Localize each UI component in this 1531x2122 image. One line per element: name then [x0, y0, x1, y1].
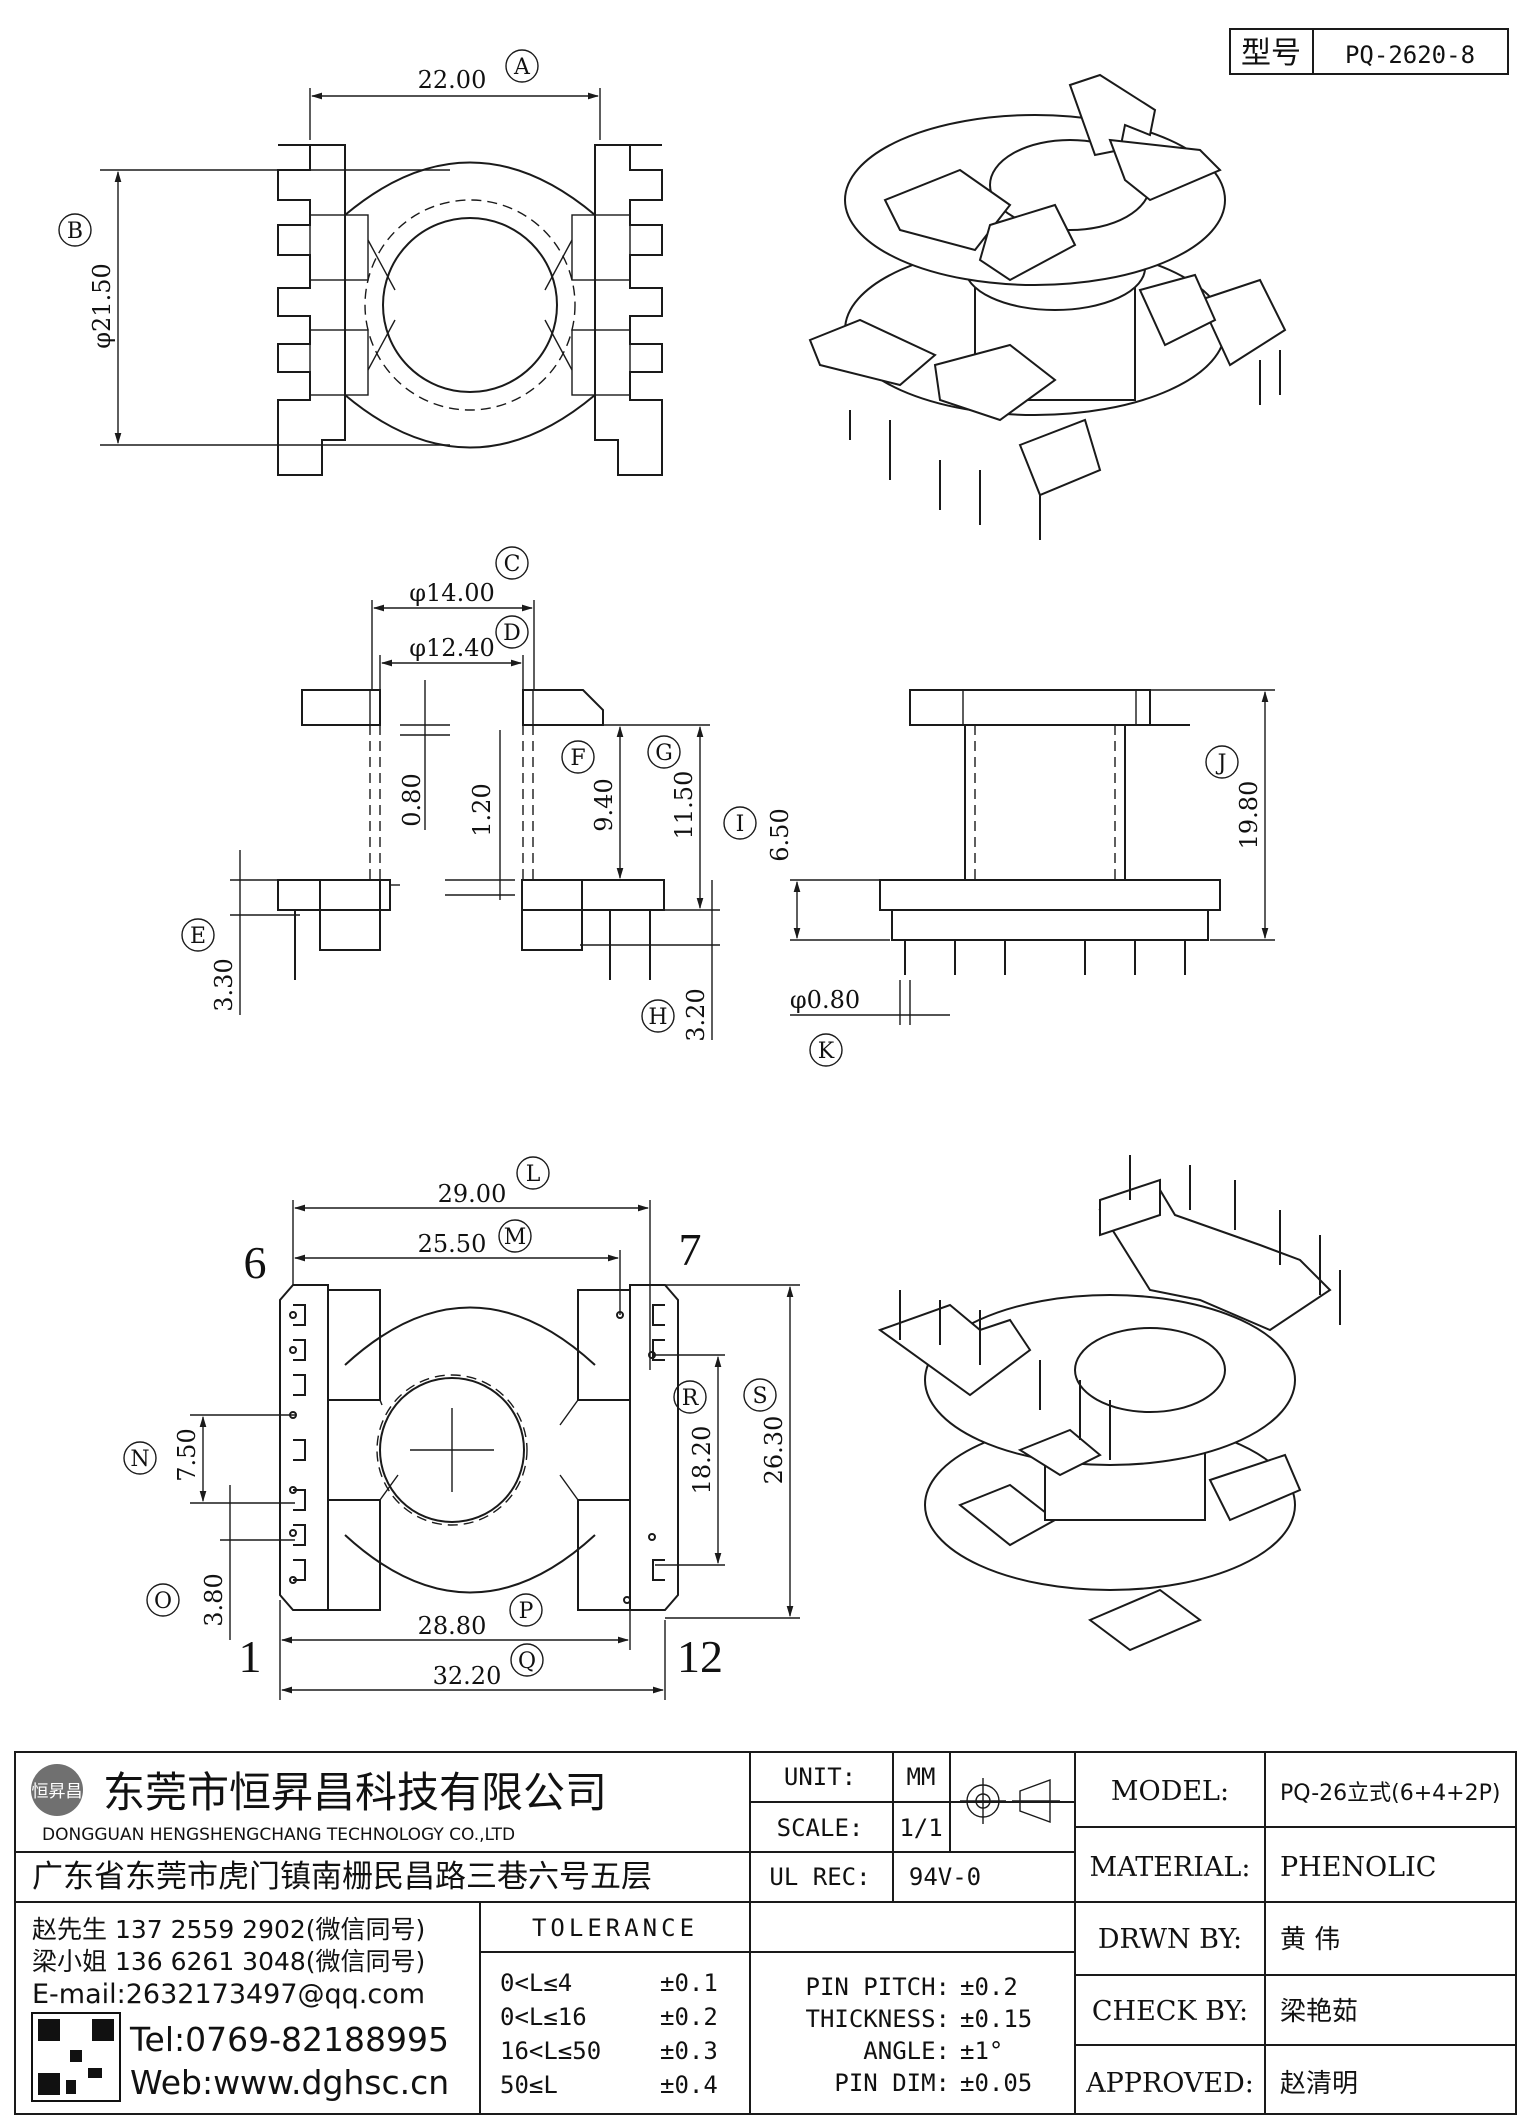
dim-k-letter: K: [818, 1039, 835, 1064]
tolerance-title: TOLERANCE: [532, 1914, 698, 1942]
dim-s-letter: S: [752, 1384, 767, 1409]
iso-view-bottom: [877, 1155, 1341, 1652]
company-address: 广东省东莞市虎门镇南栅民昌路三巷六号五层: [32, 1859, 652, 1895]
unit-value: MM: [907, 1763, 936, 1791]
check-by-label: CHECK BY:: [1092, 1996, 1248, 2027]
dim-e-letter: E: [190, 924, 206, 949]
approved-value: 赵清明: [1280, 2069, 1358, 2099]
dim-g-letter: G: [655, 741, 673, 766]
dim-k-value: φ0.80: [790, 986, 860, 1014]
tol-value-3: ±0.3: [660, 2037, 718, 2065]
tol-value-1: ±0.1: [660, 1969, 718, 1997]
part-number: PQ-2620-8: [1345, 41, 1475, 69]
tol-value-2: ±0.2: [660, 2003, 718, 2031]
tol-value-4: ±0.4: [660, 2071, 718, 2099]
tol-range-4: 50≤L: [500, 2071, 558, 2099]
tol-range-1: 0<L≤4: [500, 1969, 572, 1997]
projection-symbol-icon: [960, 1778, 1060, 1824]
dim-s-value: 26.30: [760, 1416, 788, 1485]
website: Web:www.dghsc.cn: [130, 2063, 449, 2102]
dim-r-letter: R: [682, 1386, 700, 1411]
pin-12-label: 12: [677, 1631, 723, 1682]
dim-m-value: 25.50: [418, 1230, 487, 1258]
angle-label: ANGLE:: [863, 2037, 950, 2065]
dim-g-value: 11.50: [670, 771, 698, 840]
check-by-value: 梁艳茹: [1280, 1997, 1358, 2027]
pin-pitch-value: ±0.2: [960, 1973, 1018, 2001]
title-block: 恒昇昌 东莞市恒昇昌科技有限公司 DONGGUAN HENGSHENGCHANG…: [14, 1751, 1517, 2115]
dim-0.80: 0.80: [398, 773, 426, 826]
material-label: MATERIAL:: [1090, 1852, 1251, 1883]
dim-i-value: 6.50: [766, 808, 794, 861]
dim-h-letter: H: [648, 1005, 667, 1030]
contact-2: 梁小姐 136 6261 3048(微信同号): [32, 1947, 425, 1976]
company-name-en: DONGGUAN HENGSHENGCHANG TECHNOLOGY CO.,L…: [42, 1825, 515, 1845]
top-view: 22.00 A φ21.50 B: [58, 49, 663, 476]
angle-value: ±1°: [960, 2037, 1003, 2065]
part-number-box: 型号 PQ-2620-8: [1229, 28, 1509, 75]
approved-label: APPROVED:: [1085, 2068, 1254, 2099]
side-view-left: φ14.00 C φ12.40 D 0.80 1.20 9.40 F 11.50…: [181, 546, 720, 1042]
dim-d-value: φ12.40: [409, 634, 495, 662]
thickness-value: ±0.15: [960, 2005, 1032, 2033]
dim-l-value: 29.00: [438, 1180, 507, 1208]
dim-p-letter: P: [519, 1599, 534, 1624]
scale-label: SCALE:: [777, 1814, 864, 1842]
dim-i-letter: I: [736, 812, 745, 837]
pin-1-label: 1: [239, 1631, 262, 1682]
pin-dim-label: PIN DIM:: [834, 2069, 950, 2097]
tol-range-2: 0<L≤16: [500, 2003, 587, 2031]
tol-range-3: 16<L≤50: [500, 2037, 601, 2065]
dim-c-letter: C: [504, 552, 521, 577]
dim-j-value: 19.80: [1235, 781, 1263, 850]
thickness-label: THICKNESS:: [806, 2005, 951, 2033]
logo-text: 恒昇昌: [32, 1782, 83, 1802]
contact-1: 赵先生 137 2559 2902(微信同号): [32, 1915, 425, 1944]
dim-n-letter: N: [130, 1447, 149, 1472]
pin-pitch-label: PIN PITCH:: [806, 1973, 951, 2001]
dim-p-value: 28.80: [418, 1612, 487, 1640]
company-name-cn: 东莞市恒昇昌科技有限公司: [103, 1768, 607, 1817]
pin-dim-value: ±0.05: [960, 2069, 1032, 2097]
dim-e-value: 3.30: [210, 958, 238, 1011]
dim-m-letter: M: [504, 1225, 527, 1250]
model-value: PQ-26立式(6+4+2P): [1280, 1781, 1500, 1806]
dim-a-value: 22.00: [418, 66, 487, 94]
dim-b-letter: B: [67, 219, 83, 244]
type-label: 型号: [1241, 36, 1301, 71]
side-view-right: 6.50 I 19.80 J φ0.80 K: [723, 689, 1275, 1067]
bottom-view: 29.00 L 25.50 M 7.50 N 3.80 O 18.20 R 26…: [123, 1156, 800, 1700]
dim-f-letter: F: [570, 746, 585, 771]
iso-view-top: [808, 73, 1287, 540]
company-logo-icon: [31, 1764, 83, 1816]
dim-d-letter: D: [503, 621, 521, 646]
dim-r-value: 18.20: [688, 1426, 716, 1495]
model-label: MODEL:: [1111, 1776, 1229, 1807]
dim-1.20: 1.20: [468, 783, 496, 836]
ul-label: UL REC:: [769, 1863, 870, 1891]
dim-l-letter: L: [526, 1162, 541, 1187]
ul-value: 94V-0: [909, 1863, 981, 1891]
dim-q-letter: Q: [518, 1649, 536, 1674]
dim-b-value: φ21.50: [88, 263, 116, 349]
unit-label: UNIT:: [784, 1763, 856, 1791]
dim-j-letter: J: [1216, 751, 1227, 776]
email: E-mail:2632173497@qq.com: [32, 1979, 425, 2010]
drawn-by-label: DRWN BY:: [1098, 1924, 1242, 1955]
dim-9.40: 9.40: [590, 778, 618, 831]
material-value: PHENOLIC: [1280, 1852, 1436, 1883]
dim-q-value: 32.20: [433, 1662, 502, 1690]
dim-c-value: φ14.00: [409, 579, 495, 607]
pin-7-label: 7: [679, 1224, 702, 1275]
dim-a-letter: A: [513, 55, 531, 80]
dim-o-letter: O: [154, 1589, 172, 1614]
scale-value: 1/1: [899, 1814, 942, 1842]
drawn-by-value: 黄 伟: [1280, 1925, 1340, 1955]
dim-n-value: 7.50: [173, 1428, 201, 1481]
dim-o-value: 3.80: [200, 1573, 228, 1626]
telephone: Tel:0769-82188995: [129, 2020, 449, 2059]
dim-h-value: 3.20: [682, 988, 710, 1041]
pin-6-label: 6: [244, 1237, 267, 1288]
